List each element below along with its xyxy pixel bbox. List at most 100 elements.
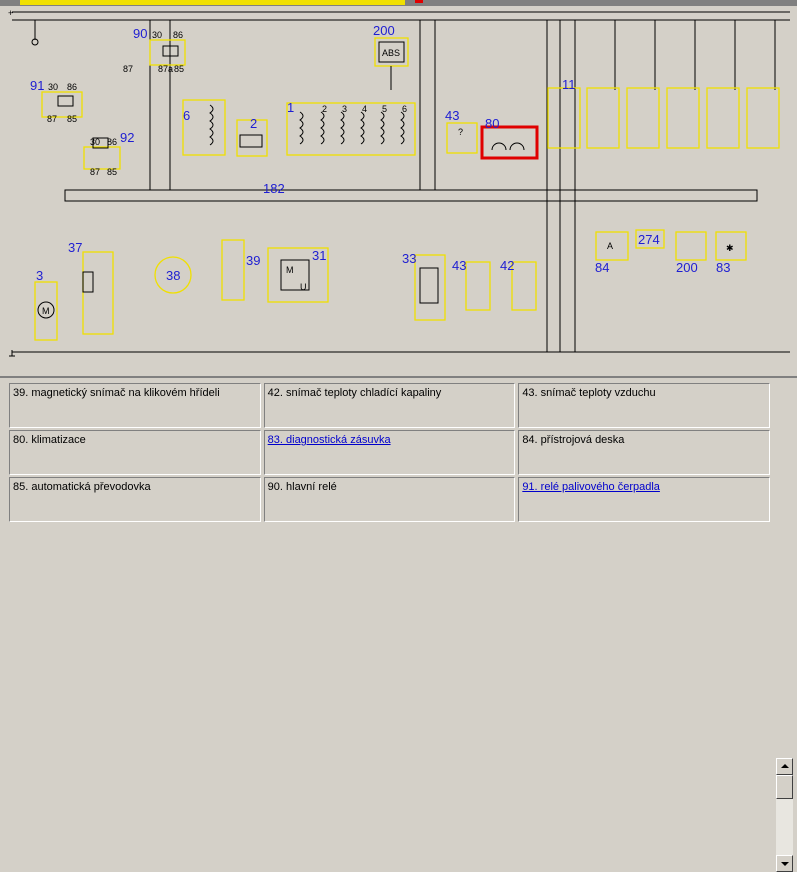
injector-row[interactable]: 1 2 3 4 5 6 — [286, 100, 416, 156]
component-182[interactable]: 200 — [675, 231, 707, 275]
svg-text:86: 86 — [67, 82, 77, 92]
legend-cell: 80. klimatizace — [9, 430, 261, 475]
svg-text:11: 11 — [562, 77, 576, 92]
svg-text:31: 31 — [312, 248, 326, 263]
relay-91[interactable]: 91 30 86 87 85 — [30, 78, 83, 124]
arrow-up-icon — [781, 764, 789, 768]
svg-text:6: 6 — [183, 108, 190, 123]
component-38[interactable]: 38 — [154, 256, 192, 294]
svg-text:2: 2 — [250, 116, 257, 131]
ecu-box — [64, 189, 758, 202]
svg-text:5: 5 — [382, 104, 387, 114]
svg-text:85: 85 — [67, 114, 77, 124]
relay-92[interactable]: 92 30 86 87 85 — [83, 130, 134, 177]
svg-text:86: 86 — [173, 30, 183, 40]
label-90: 90 — [133, 26, 147, 41]
svg-text:30: 30 — [152, 30, 162, 40]
svg-text:84: 84 — [595, 260, 609, 275]
legend-cell-link[interactable]: 83. diagnostická zásuvka — [263, 430, 516, 475]
component-33[interactable]: 33 — [402, 251, 446, 321]
ignition-coils-11[interactable]: 11 — [547, 77, 780, 149]
svg-text:M: M — [42, 306, 50, 316]
legend-cell: 39. magnetický snímač na klikovém hřídel… — [9, 383, 261, 428]
svg-text:ABS: ABS — [382, 48, 400, 58]
svg-text:87: 87 — [123, 64, 133, 74]
svg-text:3: 3 — [36, 268, 43, 283]
legend-row: 80. klimatizace 83. diagnostická zásuvka… — [9, 430, 770, 475]
diagnostic-socket-83[interactable]: ? 43 — [445, 108, 478, 154]
component-2[interactable]: 2 — [236, 116, 268, 157]
legend-link[interactable]: 91. relé palivového čerpadla — [522, 481, 660, 493]
svg-text:?: ? — [458, 127, 463, 137]
svg-text:33: 33 — [402, 251, 416, 266]
legend-panel: 39. magnetický snímač na klikovém hřídel… — [0, 376, 797, 872]
arrow-down-icon — [781, 862, 789, 866]
legend-cell-link[interactable]: 91. relé palivového čerpadla — [518, 477, 770, 522]
legend-cell: 43. snímač teploty vzduchu — [518, 383, 770, 428]
svg-text:39: 39 — [246, 253, 260, 268]
svg-text:87a: 87a — [158, 64, 173, 74]
svg-text:37: 37 — [68, 240, 82, 255]
top-bar — [20, 0, 405, 5]
scroll-up-button[interactable] — [776, 758, 793, 775]
svg-text:4: 4 — [362, 104, 367, 114]
sensor-43[interactable]: 43 — [452, 258, 491, 311]
plus-sign: + — [8, 8, 13, 18]
component-39[interactable]: 39 — [221, 239, 260, 301]
component-274[interactable]: 274 — [635, 229, 665, 249]
scroll-down-button[interactable] — [776, 855, 793, 872]
svg-text:80: 80 — [485, 116, 499, 131]
legend-cell: 90. hlavní relé — [263, 477, 516, 522]
svg-text:43: 43 — [452, 258, 466, 273]
svg-text:87: 87 — [90, 167, 100, 177]
legend-cell: 84. přístrojová deska — [518, 430, 770, 475]
label-200: 200 — [373, 23, 395, 38]
svg-text:30: 30 — [48, 82, 58, 92]
svg-text:200: 200 — [676, 260, 698, 275]
abs-unit[interactable]: ABS 200 — [373, 23, 409, 90]
svg-text:M: M — [286, 265, 294, 275]
component-3-motor[interactable]: M 3 — [34, 268, 58, 341]
relay-90[interactable]: 90 30 86 87 87a 85 — [123, 26, 186, 74]
svg-text:43: 43 — [445, 108, 459, 123]
legend-row: 85. automatická převodovka 90. hlavní re… — [9, 477, 770, 522]
svg-text:A: A — [607, 241, 613, 251]
svg-text:✱: ✱ — [726, 243, 734, 253]
svg-text:83: 83 — [716, 260, 730, 275]
svg-text:86: 86 — [107, 137, 117, 147]
sensor-42[interactable]: 42 — [500, 258, 537, 311]
svg-text:182: 182 — [263, 181, 285, 196]
svg-text:87: 87 — [47, 114, 57, 124]
label-91: 91 — [30, 78, 44, 93]
ground-rail — [9, 350, 790, 357]
component-6[interactable]: 6 — [182, 99, 226, 156]
legend-link[interactable]: 83. diagnostická zásuvka — [267, 434, 391, 446]
aircon-80[interactable]: ✱ 83 — [715, 231, 747, 275]
component-37[interactable]: 37 — [68, 240, 114, 335]
svg-text:3: 3 — [342, 104, 347, 114]
svg-text:U: U — [300, 282, 307, 292]
wiring-diagram[interactable]: + 90 30 86 87 87a 85 — [0, 0, 797, 375]
svg-text:85: 85 — [174, 64, 184, 74]
scroll-thumb[interactable] — [776, 775, 793, 799]
instrument-panel-84[interactable]: 80 — [480, 116, 539, 160]
legend-table: 39. magnetický snímač na klikovém hřídel… — [6, 381, 773, 524]
power-rail: + — [8, 8, 790, 46]
transmission-85[interactable]: A 84 — [595, 231, 629, 275]
legend-cell: 85. automatická převodovka — [9, 477, 261, 522]
legend-cell: 42. snímač teploty chladící kapaliny — [263, 383, 516, 428]
svg-text:2: 2 — [322, 104, 327, 114]
svg-text:6: 6 — [402, 104, 407, 114]
component-31[interactable]: M U 31 182 — [263, 181, 329, 303]
svg-text:38: 38 — [166, 268, 180, 283]
svg-text:1: 1 — [287, 100, 294, 115]
bus-lines — [149, 20, 776, 352]
label-92: 92 — [120, 130, 134, 145]
top-marker — [415, 0, 423, 3]
svg-text:85: 85 — [107, 167, 117, 177]
svg-text:30: 30 — [90, 137, 100, 147]
svg-text:274: 274 — [638, 232, 660, 247]
svg-text:42: 42 — [500, 258, 514, 273]
legend-scrollbar[interactable] — [776, 758, 793, 872]
legend-row: 39. magnetický snímač na klikovém hřídel… — [9, 383, 770, 428]
